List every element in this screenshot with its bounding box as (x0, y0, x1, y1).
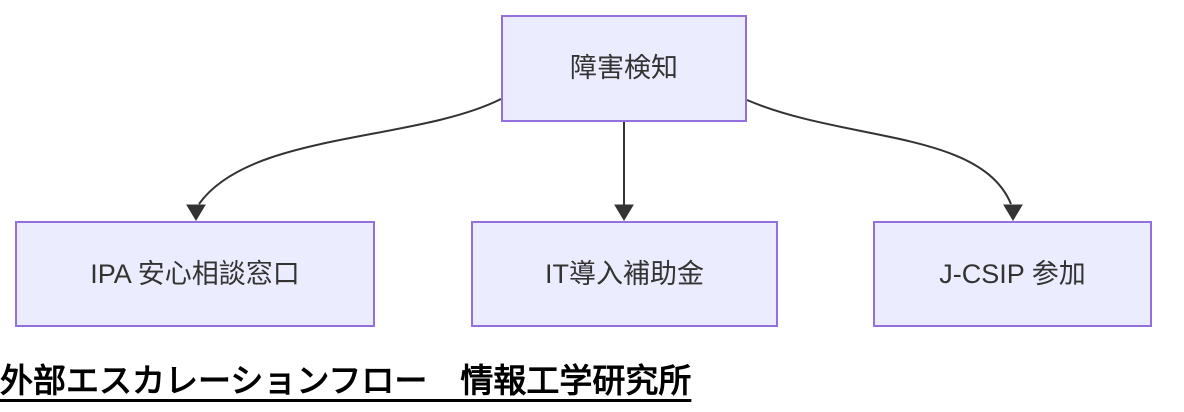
arrowhead-left (186, 204, 206, 221)
node-it-subsidy-label: IT導入補助金 (545, 258, 704, 289)
arrowhead-middle (614, 204, 634, 221)
node-jcsip: J-CSIP 参加 (873, 221, 1152, 327)
edge-root-to-left (186, 98, 502, 221)
node-ipa-consultation: IPA 安心相談窓口 (15, 221, 375, 327)
node-jcsip-label: J-CSIP 参加 (939, 258, 1086, 289)
node-fault-detection-label: 障害検知 (570, 53, 678, 84)
diagram-caption: 外部エスカレーションフロー 情報工学研究所 (0, 362, 692, 399)
arrowhead-right (1003, 204, 1023, 221)
node-fault-detection: 障害検知 (501, 15, 747, 122)
edge-root-to-middle (614, 122, 634, 221)
edge-root-to-right (746, 99, 1023, 221)
node-ipa-consultation-label: IPA 安心相談窓口 (90, 258, 300, 289)
node-it-subsidy: IT導入補助金 (471, 221, 778, 327)
